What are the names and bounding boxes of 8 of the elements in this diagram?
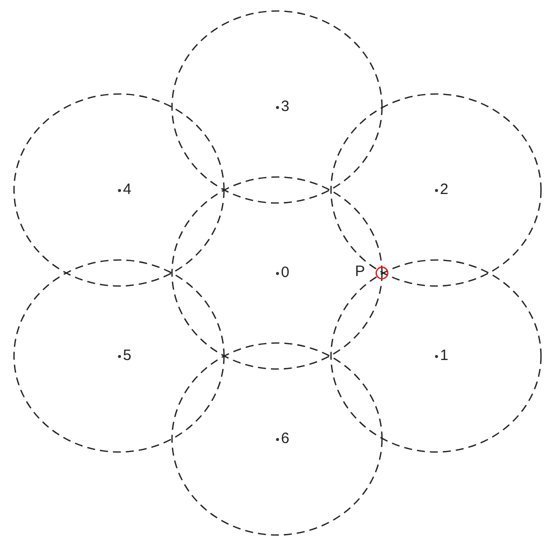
cell-number: 4 bbox=[123, 182, 132, 198]
point-label: P bbox=[355, 264, 366, 280]
cell-number: 5 bbox=[123, 348, 132, 364]
cell-number: 2 bbox=[440, 182, 448, 198]
cell-number: 3 bbox=[281, 99, 290, 115]
cell-number: 6 bbox=[281, 431, 290, 447]
cell-number: 0 bbox=[281, 265, 290, 281]
cell-number: 1 bbox=[440, 348, 448, 364]
